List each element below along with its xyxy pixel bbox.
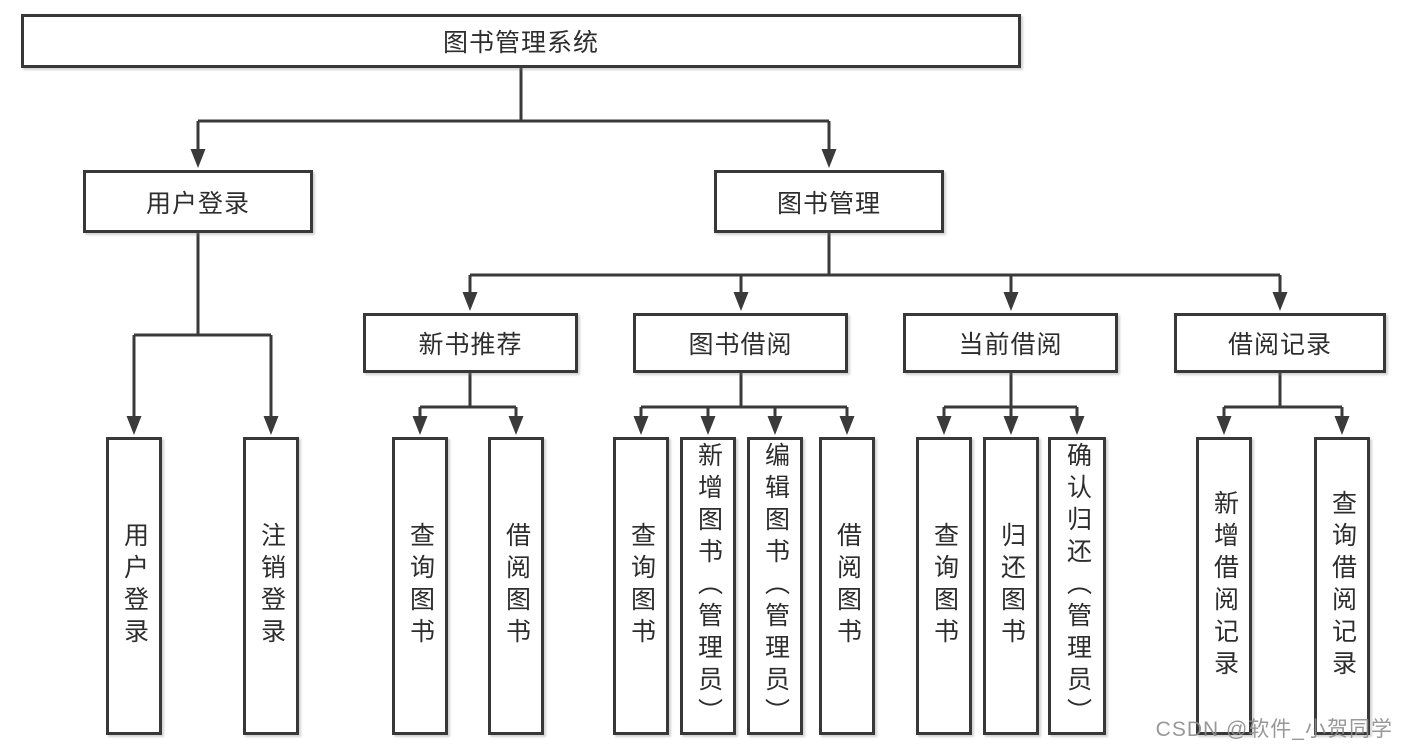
leaf-add-borrow-record: 新增借阅记录 [1196, 437, 1252, 735]
leaf-edit-books-admin: 编辑图书（管理员） [747, 437, 803, 735]
node-user-login: 用户登录 [83, 170, 313, 233]
leaf-edit-books-admin-label: 编辑图书（管理员） [761, 442, 790, 730]
leaf-return-books-label: 归还图书 [997, 522, 1026, 650]
node-new-book-recommend-label: 新书推荐 [418, 331, 523, 359]
leaf-borrow-books-recommend: 借阅图书 [488, 437, 544, 735]
leaf-return-books: 归还图书 [983, 437, 1039, 735]
node-root-label: 图书管理系统 [442, 29, 599, 57]
leaf-query-books-recommend-label: 查询图书 [406, 522, 435, 650]
leaf-query-borrow-record: 查询借阅记录 [1314, 437, 1370, 735]
leaf-confirm-return-admin: 确认归还（管理员） [1048, 437, 1106, 735]
leaf-user-login: 用户登录 [106, 437, 162, 735]
leaf-user-login-label: 用户登录 [120, 522, 149, 650]
leaf-borrow-books-label: 借阅图书 [833, 522, 862, 650]
node-book-management: 图书管理 [714, 170, 944, 233]
node-new-book-recommend: 新书推荐 [363, 313, 578, 373]
node-book-management-label: 图书管理 [776, 189, 881, 218]
leaf-logout: 注销登录 [243, 437, 299, 735]
leaf-add-books-admin-label: 新增图书（管理员） [694, 442, 723, 730]
leaf-query-books-recommend: 查询图书 [392, 437, 448, 735]
leaf-query-books-current-label: 查询图书 [930, 522, 959, 650]
leaf-query-books-borrowing-label: 查询图书 [627, 522, 656, 650]
node-user-login-label: 用户登录 [145, 189, 250, 218]
leaf-query-books-borrowing: 查询图书 [613, 437, 669, 735]
leaf-borrow-books: 借阅图书 [819, 437, 875, 735]
leaf-add-borrow-record-label: 新增借阅记录 [1210, 490, 1239, 682]
node-book-borrowing: 图书借阅 [633, 313, 848, 373]
node-current-borrowing-label: 当前借阅 [958, 331, 1063, 359]
node-borrow-records-label: 借阅记录 [1227, 331, 1332, 359]
leaf-query-books-current: 查询图书 [916, 437, 972, 735]
node-borrow-records: 借阅记录 [1174, 313, 1386, 373]
leaf-add-books-admin: 新增图书（管理员） [680, 437, 736, 735]
leaf-query-borrow-record-label: 查询借阅记录 [1328, 490, 1357, 682]
node-root: 图书管理系统 [21, 14, 1021, 68]
leaf-logout-label: 注销登录 [257, 522, 286, 650]
leaf-confirm-return-admin-label: 确认归还（管理员） [1063, 442, 1092, 730]
csdn-watermark: CSDN @软件_小贺同学 [1155, 718, 1393, 741]
leaf-borrow-books-recommend-label: 借阅图书 [502, 522, 531, 650]
node-book-borrowing-label: 图书借阅 [688, 331, 793, 359]
node-current-borrowing: 当前借阅 [903, 313, 1118, 373]
